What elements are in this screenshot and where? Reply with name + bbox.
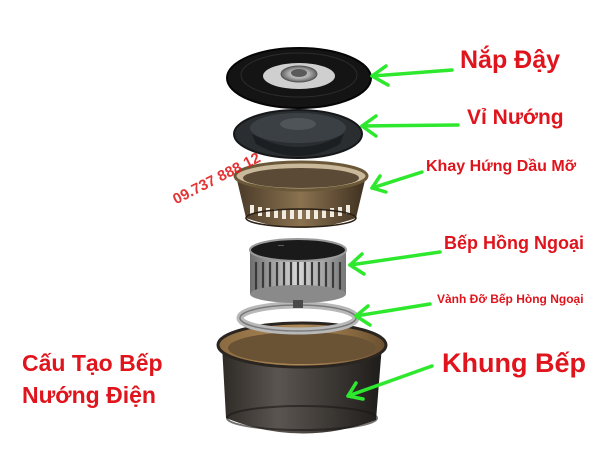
label-frame: Khung Bếp — [442, 348, 586, 378]
infrared-stove-part: — — [249, 238, 347, 308]
label-grill: Vỉ Nướng — [467, 106, 564, 129]
title-line-1: Cấu Tạo Bếp — [22, 350, 163, 376]
diagram-title: Cấu Tạo Bếp Nướng Điện — [22, 347, 163, 411]
arrow-tray — [370, 170, 424, 194]
arrow-pointer-icon — [346, 64, 460, 401]
arrow-stove — [348, 250, 442, 276]
svg-text:—: — — [278, 243, 284, 249]
label-lid: Nắp Đậy — [460, 46, 561, 74]
grill-plate-part — [233, 109, 363, 159]
label-infrared-stove: Bếp Hồng Ngoại — [444, 233, 584, 253]
oil-tray-part — [233, 160, 369, 228]
arrow-grill — [360, 114, 460, 138]
arrow-lid — [370, 64, 454, 87]
arrow-ring — [354, 302, 432, 327]
title-line-2: Nướng Điện — [22, 382, 156, 408]
lid-part — [226, 47, 372, 109]
label-support-ring: Vành Đỡ Bếp Hòng Ngoại — [437, 292, 584, 306]
frame-part — [216, 321, 388, 434]
label-oil-tray: Khay Hứng Dầu Mỡ — [426, 158, 577, 175]
arrow-frame — [346, 364, 434, 401]
